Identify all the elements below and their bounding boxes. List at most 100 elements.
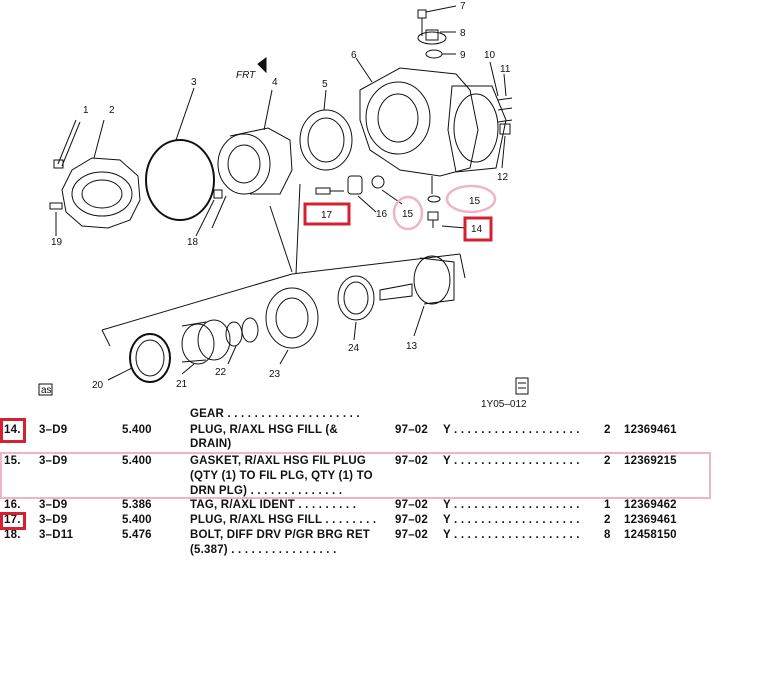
row-qty: 2 [604,514,611,526]
row-loc: 3–D9 [39,455,68,467]
row-desc: BOLT, DIFF DRV P/GR BRG RET [190,529,371,541]
row-years: 97–02 [395,455,428,467]
callout-1: 1 [83,105,89,116]
callout-19: 19 [51,237,63,248]
table-row-14: 14. 3–D9 5.400 PLUG, R/AXL HSG FILL (& 9… [0,424,784,439]
row-part: 12369461 [624,514,677,526]
row-part: 12369215 [624,455,677,467]
row-desc: PLUG, R/AXL HSG FILL . . . . . . . . [190,514,377,526]
figure-code: 1Y05–012 [481,399,527,410]
row-num: 17. [4,514,21,526]
row-loc: 3–D9 [39,424,68,436]
callout-8: 8 [460,28,466,39]
row-section: 5.386 [122,499,152,511]
row-years: 97–02 [395,529,428,541]
part-13-pinion [379,255,455,337]
highlight-15-left [392,195,424,231]
table-row-gear: GEAR . . . . . . . . . . . . . . . . . .… [0,408,784,423]
part-23-retainer [265,287,319,365]
part-21-bearing [181,319,231,375]
callout-4: 4 [272,77,278,88]
part-6-axle-housing [355,57,507,177]
part-4-bearing-housing [211,89,293,229]
part-19-plug [49,202,63,236]
row-y: Y . . . . . . . . . . . . . . . . . . . [443,499,580,511]
row-loc: 3–D9 [39,514,68,526]
highlight-14-box [463,216,493,242]
callout-3: 3 [191,77,197,88]
callout-10: 10 [484,50,496,61]
row-num: 16. [4,499,21,511]
row-desc-cont: (QTY (1) TO FIL PLG, QTY (1) TO [190,470,373,482]
part-22-spacer [225,317,259,365]
table-row-14-cont: DRAIN) [0,438,784,453]
callout-15a: 15 [469,196,481,207]
row-qty: 2 [604,455,611,467]
part-1-bolt [53,119,81,169]
row-qty: 8 [604,529,611,541]
row-num: 15. [4,455,21,467]
as-label: as [41,385,52,396]
callout-labels: 1 2 3 4 5 6 7 8 9 10 11 12 13 14 15 15 1… [41,1,527,410]
callout-2: 2 [109,105,115,116]
row-years: 97–02 [395,424,428,436]
row-y: Y . . . . . . . . . . . . . . . . . . . [443,455,580,467]
row-qty: 1 [604,499,611,511]
callout-16: 16 [376,209,388,220]
row-y: Y . . . . . . . . . . . . . . . . . . . [443,529,580,541]
callout-17: 17 [321,210,333,221]
callout-9: 9 [460,50,466,61]
table-row-15-cont2: DRN PLG) . . . . . . . . . . . . . . [0,485,784,500]
row-desc: TAG, R/AXL IDENT . . . . . . . . . [190,499,357,511]
row-section: 5.400 [122,424,152,436]
callout-14: 14 [471,224,483,235]
row-years: 97–02 [395,499,428,511]
callout-15b: 15 [402,209,414,220]
part-5-gasket [299,89,353,171]
parts-14-15-drain [427,176,467,229]
row-desc-cont: (5.387) . . . . . . . . . . . . . . . . [190,544,337,556]
row-loc: 3–D11 [39,529,74,541]
callout-11: 11 [500,64,511,75]
callout-13: 13 [406,341,418,352]
row-part: 12458150 [624,529,677,541]
row-num: 14. [4,424,21,436]
parts-10-11-12 [489,61,513,169]
table-row-15-cont1: (QTY (1) TO FIL PLG, QTY (1) TO [0,470,784,485]
table-row-16: 16. 3–D9 5.386 TAG, R/AXL IDENT . . . . … [0,499,784,514]
row-y: Y . . . . . . . . . . . . . . . . . . . [443,514,580,526]
row-num: 18. [4,529,21,541]
callout-23: 23 [269,369,281,380]
highlight-row-17-number [0,512,26,530]
row-desc: PLUG, R/AXL HSG FILL (& [190,424,338,436]
row-desc-cont: DRN PLG) . . . . . . . . . . . . . . [190,485,343,497]
callout-7: 7 [460,1,466,12]
part-3-oring [145,87,215,221]
table-row-18: 18. 3–D11 5.476 BOLT, DIFF DRV P/GR BRG … [0,529,784,544]
row-section: 5.400 [122,514,152,526]
parts-table: GEAR . . . . . . . . . . . . . . . . . .… [0,405,784,565]
row-y: Y . . . . . . . . . . . . . . . . . . . [443,424,580,436]
callout-22: 22 [215,367,227,378]
callout-21: 21 [176,379,188,390]
highlight-row-15 [0,452,711,499]
callout-24: 24 [348,343,360,354]
gear-desc: GEAR . . . . . . . . . . . . . . . . . .… [190,408,360,420]
row-part: 12369462 [624,499,677,511]
parts-16-17 [315,175,403,213]
row-qty: 2 [604,424,611,436]
part-24-bearing [337,275,375,341]
callout-20: 20 [92,380,104,391]
frt-label: FRT [236,70,256,81]
callout-18: 18 [187,237,199,248]
row-section: 5.400 [122,455,152,467]
highlight-15-right [445,184,497,214]
exploded-parts-diagram: 1 2 3 4 5 6 7 8 9 10 11 12 13 14 15 15 1… [38,1,529,410]
callout-12: 12 [497,172,509,183]
row-years: 97–02 [395,514,428,526]
part-2-cover [61,119,141,229]
row-section: 5.476 [122,529,152,541]
row-loc: 3–D9 [39,499,68,511]
highlight-row-14-number [0,418,26,443]
highlight-17-box [303,202,351,226]
